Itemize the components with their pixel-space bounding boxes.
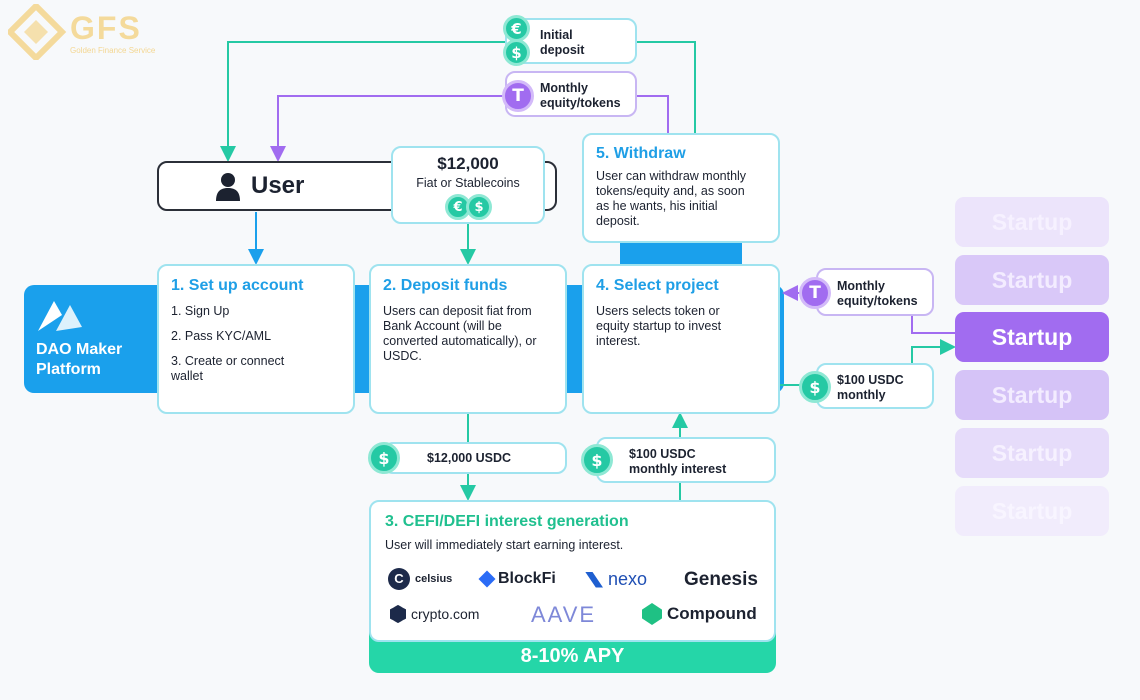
usdc-monthly-line1: $100 USDC [837, 373, 904, 387]
aave-label: AAVE [531, 602, 597, 627]
compound-icon [642, 603, 662, 625]
step4-title: 4. Select project [596, 277, 719, 294]
partner-blockfi: BlockFi [478, 570, 556, 588]
usdc-interest-line2: monthly interest [629, 462, 727, 476]
nexo-icon [585, 571, 603, 588]
monthly-right-line2: equity/tokens [837, 294, 918, 308]
startup-card-4[interactable]: Startup [955, 370, 1109, 420]
usdc-deposit-label: $12,000 USDC [427, 451, 512, 465]
startup-card-1[interactable]: Startup [955, 197, 1109, 247]
dao-maker-line2: Platform [36, 361, 101, 378]
step2-title: 2. Deposit funds [383, 277, 508, 294]
startup-card-3[interactable]: Startup [955, 312, 1109, 362]
dollar-icon: $ [799, 371, 831, 403]
partner-celsius: C celsius [388, 568, 452, 590]
partner-nexo: nexo [585, 569, 647, 590]
step1-item-2: 2. Pass KYC/AML [171, 329, 272, 343]
euro-icon: € [503, 15, 530, 42]
celsius-label: celsius [415, 573, 453, 585]
apy-label: 8-10% APY [520, 645, 625, 667]
partner-compound: Compound [642, 603, 757, 625]
step3-title: 3. CEFI/DEFI interest generation [385, 513, 629, 530]
usdc-monthly-right-pill: $100 USDC monthly [816, 363, 934, 409]
usdc-monthly-line2: monthly [837, 388, 886, 402]
dao-maker-platform: DAO Maker Platform [36, 295, 151, 385]
fiat-amount: $12,000 [437, 154, 499, 173]
step1-item-3b: wallet [171, 369, 203, 383]
monthly-top-line1: Monthly [540, 81, 588, 95]
step1-setup-card: 1. Set up account 1. Sign Up 2. Pass KYC… [157, 264, 355, 414]
startup-card-5[interactable]: Startup [955, 428, 1109, 478]
step3-text: User will immediately start earning inte… [385, 538, 624, 552]
monthly-right-line1: Monthly [837, 279, 885, 293]
dollar-icon: $ [368, 442, 400, 474]
cryptocom-label: crypto.com [411, 606, 480, 622]
step1-title: 1. Set up account [171, 277, 304, 294]
partner-cryptocom: crypto.com [390, 605, 479, 623]
startup-card-6[interactable]: Startup [955, 486, 1109, 536]
dollar-icon: $ [581, 444, 613, 476]
cryptocom-icon [390, 605, 406, 623]
fiat-subtitle: Fiat or Stablecoins [416, 176, 520, 190]
tether-icon: T [799, 277, 831, 309]
initial-deposit-line2: deposit [540, 43, 585, 57]
blockfi-label: BlockFi [498, 570, 556, 587]
dollar-icon: $ [466, 194, 492, 220]
usdc-deposit-pill: $12,000 USDC [383, 442, 567, 474]
step4-select-card: 4. Select project Users selects token or… [582, 264, 780, 414]
step3-interest-card: 3. CEFI/DEFI interest generation User wi… [369, 500, 776, 642]
usdc-interest-line1: $100 USDC [629, 447, 696, 461]
user-label: User [251, 172, 305, 199]
step2-deposit-card: 2. Deposit funds Users can deposit fiat … [369, 264, 567, 414]
monthly-tokens-top-pill: Monthly equity/tokens [505, 71, 637, 117]
dao-maker-line1: DAO Maker [36, 341, 123, 358]
blockfi-icon [478, 570, 496, 588]
monthly-tokens-right-pill: Monthly equity/tokens [816, 268, 934, 316]
dollar-icon: $ [503, 39, 530, 66]
initial-deposit-line1: Initial [540, 28, 573, 42]
brand-diamond-icon [5, 1, 67, 63]
step5-title: 5. Withdraw [596, 145, 686, 162]
monthly-top-line2: equity/tokens [540, 96, 621, 110]
compound-label: Compound [667, 604, 757, 623]
step1-item-3: 3. Create or connect [171, 354, 285, 368]
partner-genesis: Genesis [684, 569, 758, 591]
brand-tagline: Golden Finance Service [70, 46, 156, 55]
startup-card-2[interactable]: Startup [955, 255, 1109, 305]
tether-icon: T [502, 80, 534, 112]
celsius-icon: C [388, 568, 410, 590]
brand-logo: GFS Golden Finance Service [5, 1, 168, 63]
brand-name: GFS [70, 10, 142, 46]
step1-item-1: 1. Sign Up [171, 304, 230, 318]
dao-maker-logo-icon [38, 301, 82, 331]
usdc-interest-pill: $100 USDC monthly interest [596, 437, 776, 483]
genesis-label: Genesis [684, 569, 758, 590]
partner-aave: AAVE [531, 602, 596, 628]
nexo-label: nexo [608, 569, 648, 589]
user-icon [216, 173, 240, 201]
